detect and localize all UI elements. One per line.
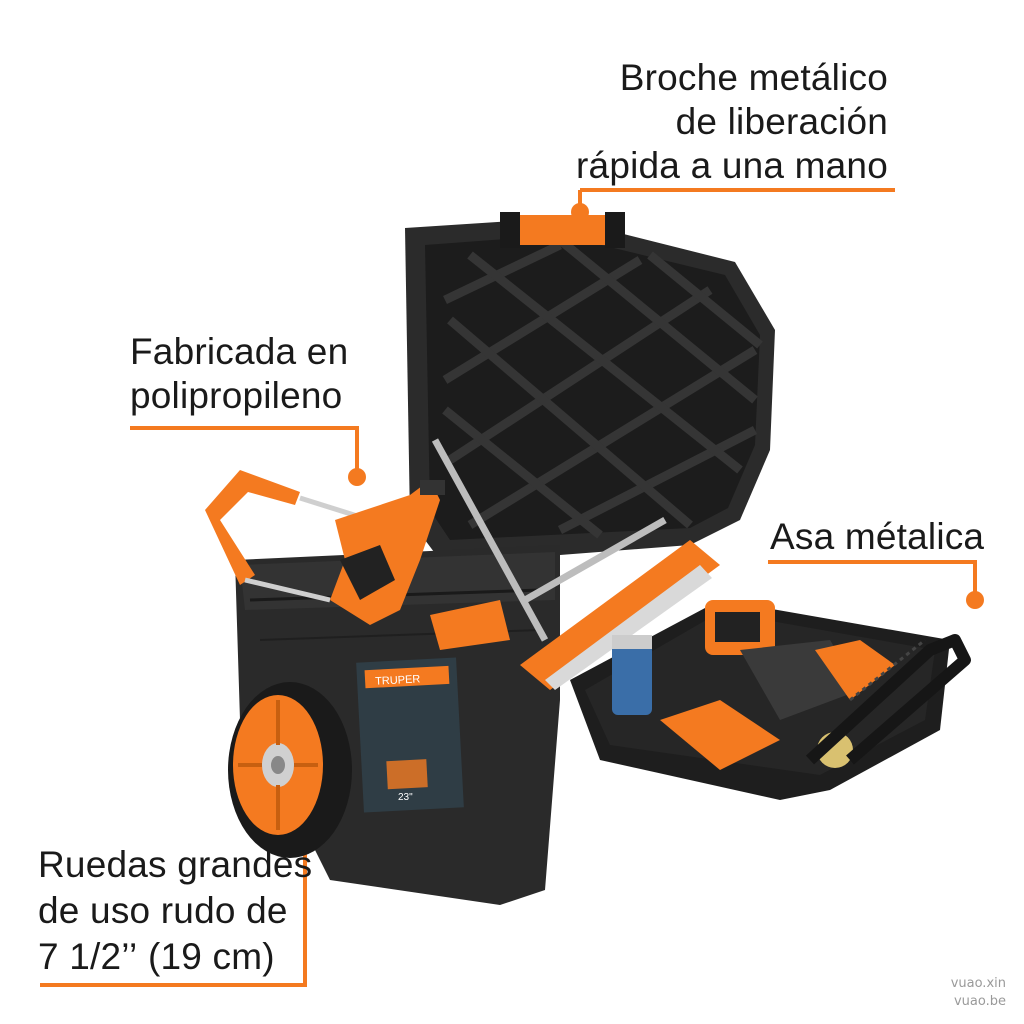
callout-line: 7 1/2’’ (19 cm) — [38, 934, 312, 980]
wheel-size: 7 1/2’’ — [38, 936, 138, 977]
callout-line: polipropileno — [130, 375, 343, 416]
leader-lines — [40, 188, 977, 987]
callout-line: Fabricada en — [130, 331, 349, 372]
spray-can — [612, 635, 652, 715]
watermark: vuao.xin — [950, 976, 1006, 991]
callout-line: Ruedas grandes — [38, 844, 313, 885]
callout-line: Broche metálico — [619, 57, 888, 98]
label-brand: TRUPER — [375, 673, 421, 687]
callout-line: de liberación — [675, 101, 888, 142]
callout-line: Asa métalica — [770, 516, 985, 557]
callout-line: de uso rudo de — [38, 890, 288, 931]
callout-quick-release-latch: Broche metálico de liberación rápida a u… — [576, 56, 888, 188]
callout-line: rápida a una mano — [576, 145, 888, 186]
callout-material: Fabricada en polipropileno — [130, 330, 348, 418]
watermark: vuao.be — [953, 994, 1006, 1009]
toolbox-lid — [405, 212, 775, 560]
wheel-size-cm: (19 cm) — [137, 936, 275, 977]
quick-release-latch — [505, 215, 615, 245]
wheel — [228, 682, 352, 858]
gloves — [660, 700, 780, 770]
callout-metal-handle: Asa métalica — [770, 515, 984, 559]
label-size: 23" — [398, 792, 413, 803]
product-label — [356, 657, 464, 813]
metal-handle — [805, 634, 971, 765]
tools — [205, 438, 720, 690]
callout-wheels: Ruedas grandes de uso rudo de 7 1/2’’ (1… — [38, 842, 312, 980]
